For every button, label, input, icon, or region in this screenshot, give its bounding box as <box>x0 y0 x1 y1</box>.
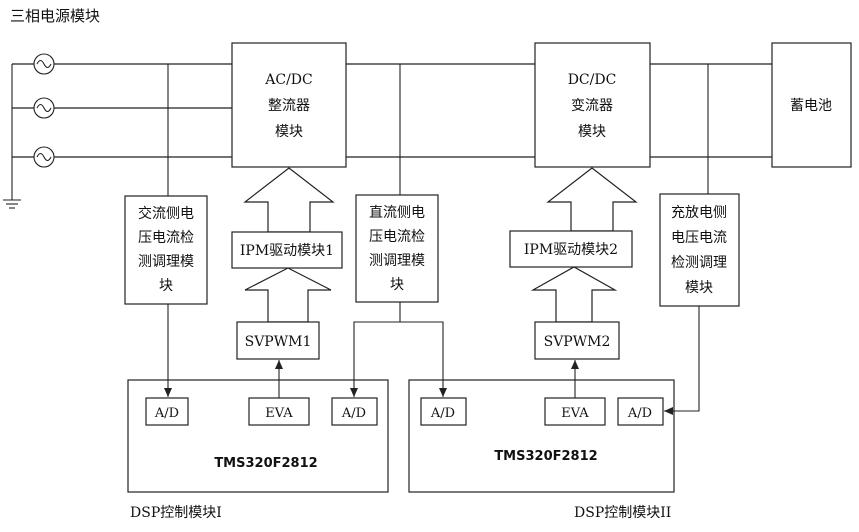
svpwm2-label: SVPWM2 <box>544 334 611 350</box>
dc-side-sense-block: 直流侧电 压电流检 测调理模 块 <box>356 195 438 302</box>
dsp2-ad-right-label: A/D <box>627 406 652 421</box>
dcdc-label-line1: DC/DC <box>568 72 617 88</box>
dsp-module-2: A/D EVA A/D TMS320F2812 <box>409 380 674 492</box>
dc-sense-line3: 测调理模 <box>369 253 425 269</box>
acdc-label-line1: AC/DC <box>264 72 312 88</box>
acdc-rectifier-block: AC/DC 整流器 模块 <box>232 43 346 167</box>
ac-sense-line2: 压电流检 <box>138 230 194 246</box>
battery-block: 蓄电池 <box>772 43 851 167</box>
dsp2-ad-left-label: A/D <box>430 406 455 421</box>
dcdc-label-line2: 变流器 <box>571 98 613 114</box>
dsp2-caption: DSP控制模块II <box>574 505 671 521</box>
hollow-arrow-up-icon <box>533 267 615 322</box>
dsp1-ad-left-label: A/D <box>154 406 179 421</box>
hollow-arrow-up-icon <box>245 268 331 322</box>
dcdc-label-line3: 模块 <box>578 124 606 140</box>
acdc-label-line3: 模块 <box>275 124 303 140</box>
ac-side-sense-block: 交流侧电 压电流检 测调理模 块 <box>125 196 207 304</box>
ac-source-icon <box>34 147 54 167</box>
charge-sense-line1: 充放电侧 <box>671 205 727 221</box>
dsp2-chip-label: TMS320F2812 <box>494 449 597 464</box>
ac-sense-line1: 交流侧电 <box>138 205 194 222</box>
ac-sense-line4: 块 <box>159 278 173 294</box>
ipm-driver-2-block: IPM驱动模块2 <box>510 231 632 267</box>
dc-sense-line2: 压电流检 <box>369 229 425 245</box>
ipm-driver-1-block: IPM驱动模块1 <box>232 232 342 268</box>
svpwm1-block: SVPWM1 <box>237 322 319 359</box>
charge-sense-line4: 模块 <box>685 280 713 296</box>
dsp1-caption: DSP控制模块I <box>130 505 222 521</box>
ac-source-icon <box>34 98 54 118</box>
hollow-arrow-up-icon <box>245 168 333 232</box>
dsp1-eva-label: EVA <box>265 406 293 421</box>
ipm1-label: IPM驱动模块1 <box>240 243 334 259</box>
charge-side-sense-block: 充放电侧 电压电流 检测调理 模块 <box>660 194 739 306</box>
svpwm2-block: SVPWM2 <box>535 322 619 359</box>
charge-sense-line2: 电压电流 <box>671 230 727 246</box>
svpwm1-label: SVPWM1 <box>245 334 312 350</box>
charge-sense-line3: 检测调理 <box>671 255 727 271</box>
three-phase-source <box>3 54 232 208</box>
ac-source-icon <box>34 54 54 74</box>
ipm2-label: IPM驱动模块2 <box>524 242 618 258</box>
dsp1-chip-label: TMS320F2812 <box>214 456 317 471</box>
dsp2-eva-label: EVA <box>561 406 589 421</box>
ac-sense-line3: 测调理模 <box>138 254 194 270</box>
dsp-module-1: A/D EVA A/D TMS320F2812 <box>128 380 388 492</box>
battery-label: 蓄电池 <box>790 98 832 114</box>
dcdc-converter-block: DC/DC 变流器 模块 <box>535 43 650 167</box>
dsp1-ad-right-label: A/D <box>341 406 366 421</box>
dc-sense-line1: 直流侧电 <box>369 204 425 221</box>
dc-sense-line4: 块 <box>390 277 404 293</box>
power-module-title: 三相电源模块 <box>10 7 100 25</box>
ground-icon <box>3 200 21 208</box>
acdc-label-line2: 整流器 <box>268 98 310 114</box>
hollow-arrow-up-icon <box>548 168 636 231</box>
